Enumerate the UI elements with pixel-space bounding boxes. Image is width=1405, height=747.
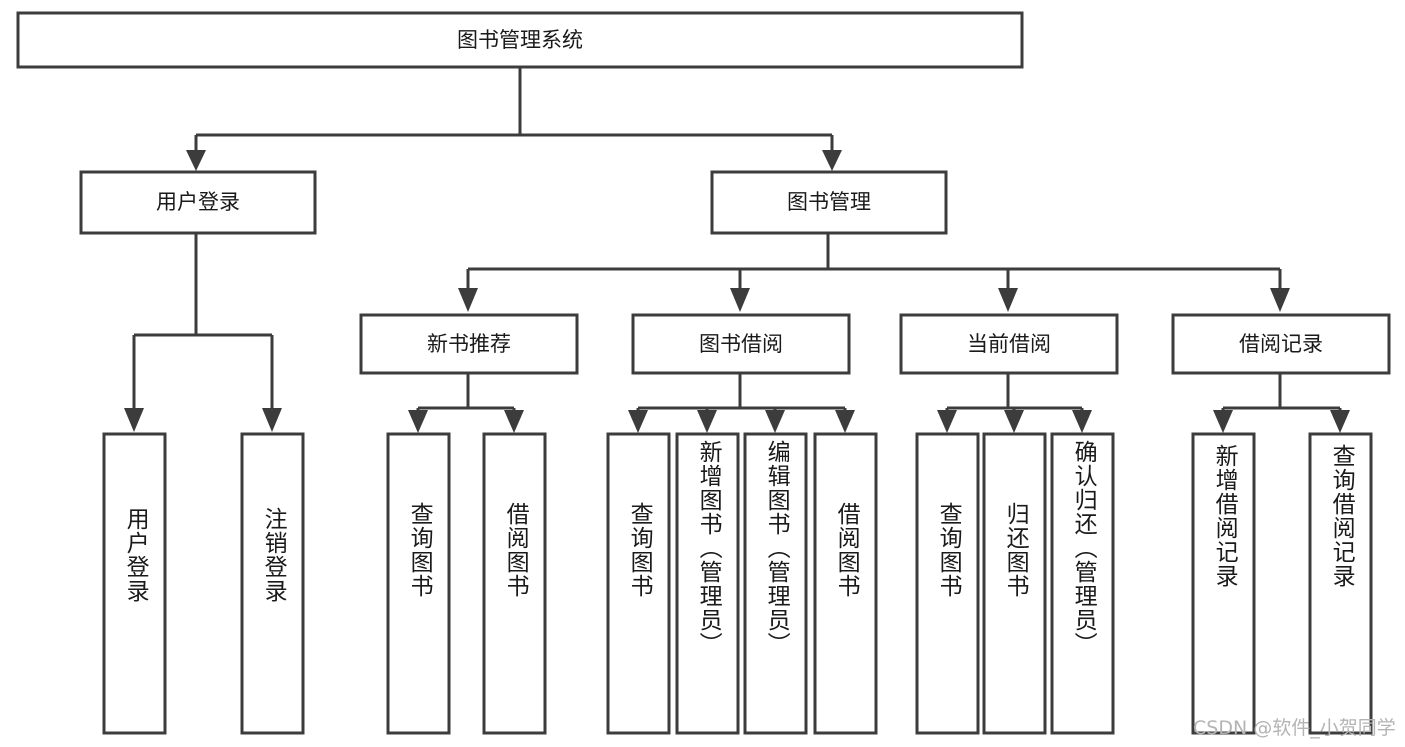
- node-leaf-query-borrow-record[interactable]: [1308, 432, 1373, 735]
- node-new-book-recommend[interactable]: 新书推荐: [359, 313, 579, 375]
- node-root-label: 图书管理系统: [457, 28, 583, 52]
- arrow-to-book-manage: [822, 150, 842, 171]
- node-leaf-edit-book-admin[interactable]: [743, 432, 808, 735]
- connector-newbook-to-leaves: [408, 373, 524, 433]
- node-leaf-borrow-book-1[interactable]: [482, 432, 547, 735]
- connector-bookborrow-to-leaves: [628, 373, 855, 433]
- node-leaf-borrow-book-2[interactable]: [813, 432, 878, 735]
- node-leaf-user-login[interactable]: [102, 432, 167, 735]
- leaf-boxes-borrow-record: [1191, 432, 1373, 735]
- node-book-borrow-label: 图书借阅: [699, 332, 783, 356]
- node-leaf-query-book-2[interactable]: [606, 432, 671, 735]
- connector-currentborrow-to-leaves: [937, 373, 1092, 433]
- node-leaf-query-book-1[interactable]: [386, 432, 451, 735]
- node-book-management-label: 图书管理: [787, 190, 871, 214]
- node-user-login-label: 用户登录: [156, 190, 240, 214]
- node-root-book-management-system[interactable]: 图书管理系统: [16, 11, 1024, 69]
- arrow-to-user-login: [186, 150, 206, 171]
- node-book-management[interactable]: 图书管理: [710, 170, 948, 235]
- node-borrow-record-label: 借阅记录: [1239, 332, 1323, 356]
- node-leaf-add-book-admin[interactable]: [675, 432, 740, 735]
- node-leaf-confirm-return-admin[interactable]: [1050, 432, 1115, 735]
- node-leaf-return-book[interactable]: [982, 432, 1047, 735]
- connector-bookmanage-to-level2: [458, 233, 1290, 312]
- node-borrow-record[interactable]: 借阅记录: [1171, 313, 1391, 375]
- csdn-watermark: CSDN @软件_小贺同学: [1193, 717, 1396, 739]
- node-leaf-add-borrow-record[interactable]: [1191, 432, 1256, 735]
- node-new-book-recommend-label: 新书推荐: [427, 332, 511, 356]
- leaf-boxes-user-login: [102, 432, 305, 735]
- node-user-login[interactable]: 用户登录: [79, 170, 317, 235]
- leaf-boxes-new-book-recommend: [386, 432, 547, 735]
- node-current-borrow[interactable]: 当前借阅: [899, 313, 1119, 375]
- connector-userlogin-to-leaves: [124, 233, 282, 432]
- leaf-boxes-current-borrow: [915, 432, 1115, 735]
- node-book-borrow[interactable]: 图书借阅: [631, 313, 851, 375]
- node-current-borrow-label: 当前借阅: [967, 332, 1051, 356]
- leaf-boxes-book-borrow: [606, 432, 878, 735]
- node-leaf-query-book-3[interactable]: [915, 432, 980, 735]
- node-leaf-logout[interactable]: [240, 432, 305, 735]
- connector-root-to-level1: [186, 67, 842, 171]
- connector-borrowrecord-to-leaves: [1213, 373, 1350, 433]
